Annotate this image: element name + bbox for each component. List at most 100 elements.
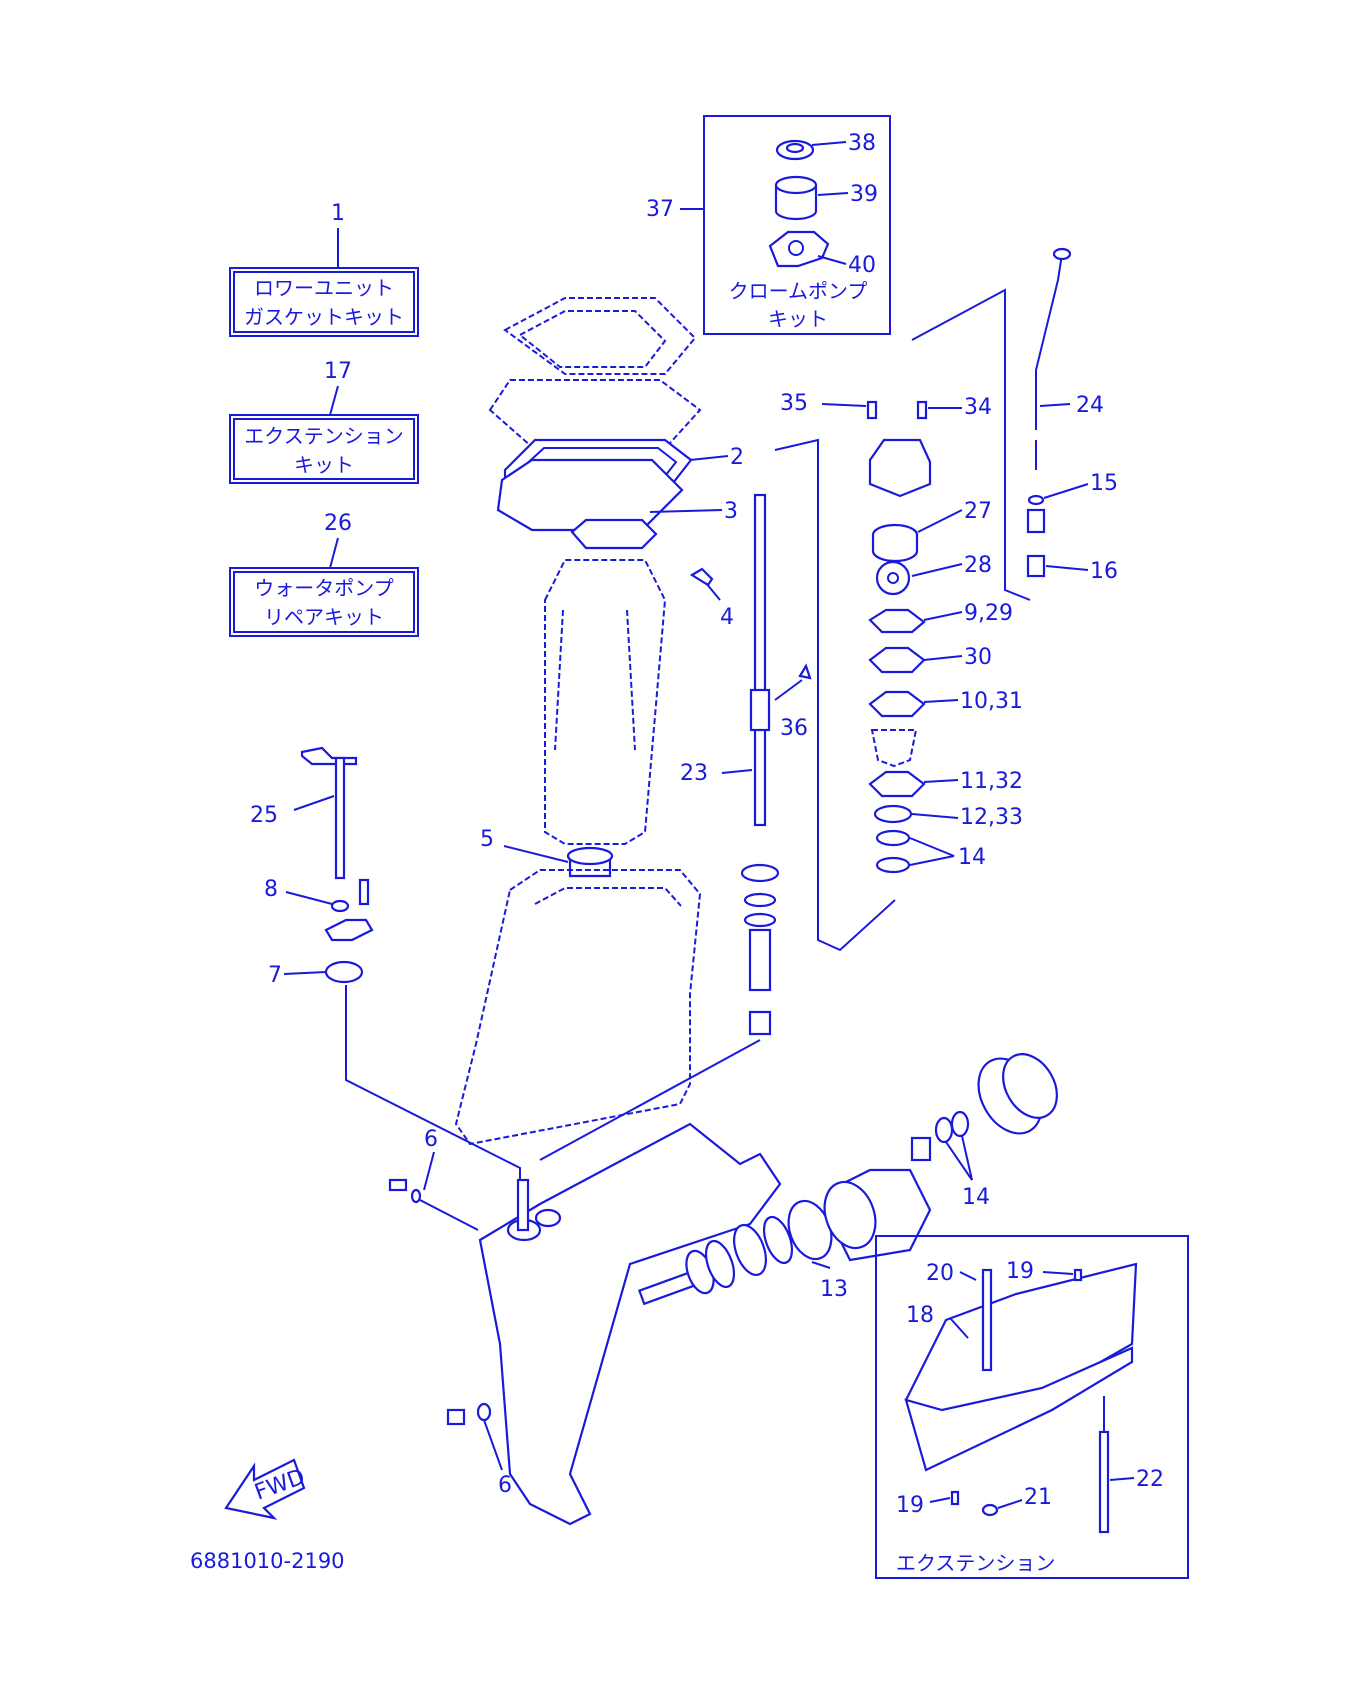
leader-19b	[929, 1497, 951, 1503]
leader-5	[503, 845, 569, 863]
callout-25: 25	[250, 803, 278, 828]
leader-14a-1	[909, 837, 955, 857]
callout-34: 34	[964, 395, 992, 420]
kit-37-group: 37 38 39 40 クロームポンプ キット	[646, 115, 891, 335]
callout-40: 40	[848, 253, 876, 278]
leader-28	[911, 563, 963, 577]
water-tube-group: 24 15 16	[1026, 247, 1118, 584]
gear-case-stud	[516, 1178, 530, 1232]
callout-6b: 6	[498, 1473, 512, 1498]
leader-39	[817, 192, 849, 196]
leader-24	[1039, 403, 1071, 407]
leader-14b-2	[961, 1135, 973, 1181]
leader-8	[285, 891, 333, 905]
extension-box-label: エクステンション	[896, 1551, 1055, 1575]
gasket-6b	[476, 1402, 492, 1422]
stud-20	[981, 1268, 993, 1372]
leader-2	[689, 455, 729, 461]
prop-gear-2	[704, 1239, 736, 1289]
callout-28: 28	[964, 553, 992, 578]
shaft-bushing	[748, 1010, 772, 1036]
callout-3: 3	[724, 499, 738, 524]
callout-6a: 6	[424, 1127, 438, 1152]
leader-27	[917, 509, 963, 533]
seal-14-1	[875, 829, 911, 847]
callout-23: 23	[680, 761, 708, 786]
pump-insert-27-body	[871, 535, 919, 563]
leader-16	[1045, 565, 1089, 571]
shaft-shim-1	[743, 892, 777, 908]
gasket-top-1-inner	[518, 310, 667, 368]
kit-37-line1: クロームポンプ	[729, 279, 868, 303]
kit-26-number: 26	[324, 511, 352, 536]
upper-casing	[544, 559, 667, 845]
seal-14b-1	[934, 1116, 954, 1144]
callout-16: 16	[1090, 559, 1118, 584]
kit-37-box	[703, 115, 891, 335]
oring-8	[330, 899, 350, 913]
gear-case-hole-2	[534, 1208, 562, 1228]
oring-12-33	[873, 804, 913, 824]
extension-plate-18-base	[904, 1346, 1134, 1472]
kit-1-box-inner	[233, 271, 415, 333]
water-pump-group: 35 34 27 28 9,29 30 10,31 11,32	[780, 288, 1031, 874]
kit-26-box-outer	[229, 567, 419, 637]
plug-6b	[446, 1408, 466, 1426]
shift-rod-group: 25 8 7	[250, 746, 521, 1200]
kit-26-line1: ウォータポンプ	[254, 576, 393, 600]
washer-21	[981, 1503, 999, 1517]
callout-19a: 19	[1006, 1259, 1034, 1284]
grommet-15	[1027, 494, 1045, 506]
leader-22	[1109, 1477, 1135, 1481]
impeller-28	[875, 560, 911, 596]
prop-bushing	[910, 1136, 932, 1162]
leader-14b-1	[945, 1141, 973, 1181]
extension-box	[875, 1235, 1189, 1579]
drive-shaft-23	[753, 493, 767, 827]
seal-plate	[570, 518, 658, 550]
leader-40	[817, 255, 847, 265]
bolt-35	[866, 400, 878, 420]
kit-17-line2: キット	[294, 453, 354, 477]
water-tube-24-end	[1052, 247, 1072, 261]
callout-14b: 14	[962, 1185, 990, 1210]
callout-21: 21	[1024, 1485, 1052, 1510]
callout-14a: 14	[958, 845, 986, 870]
shaft-sleeve	[748, 928, 772, 992]
callout-11-32: 11,32	[960, 769, 1023, 794]
gasket-6a	[410, 1188, 422, 1204]
leader-21	[997, 1499, 1023, 1509]
grommet-16	[1026, 554, 1046, 578]
kit-37-line2: キット	[768, 307, 828, 331]
callout-30: 30	[964, 645, 992, 670]
shift-rod-25	[334, 756, 346, 880]
callout-22: 22	[1136, 1467, 1164, 1492]
upper-casing-ribs	[554, 609, 636, 751]
tube-seal	[1026, 508, 1046, 534]
bearing-housing-front	[823, 1180, 877, 1250]
leader-9-29	[923, 611, 963, 621]
callout-5: 5	[480, 827, 494, 852]
bolt-34	[916, 400, 928, 420]
shift-lever	[300, 746, 358, 766]
callout-8: 8	[264, 877, 278, 902]
kit-26-box-inner	[233, 571, 415, 633]
gasket-top-1	[503, 297, 697, 375]
gasket-10-31	[868, 690, 926, 718]
kit-17-box-outer	[229, 414, 419, 484]
fwd-arrow-group: FWD	[224, 1458, 308, 1520]
shift-rod-holder	[324, 918, 374, 942]
water-pump-bracket	[774, 438, 896, 952]
plate-40	[768, 230, 830, 268]
leader-14a-2	[909, 855, 955, 866]
leader-15	[1043, 483, 1089, 499]
kit-17-line1: エクステンション	[244, 424, 403, 448]
callout-18: 18	[906, 1303, 934, 1328]
extension-casing-inner	[534, 887, 682, 907]
leader-4	[705, 582, 721, 601]
plate-30	[868, 646, 926, 674]
kit-17-box-inner	[233, 418, 415, 480]
leader-30	[923, 655, 963, 661]
water-tube-24	[1035, 253, 1063, 430]
